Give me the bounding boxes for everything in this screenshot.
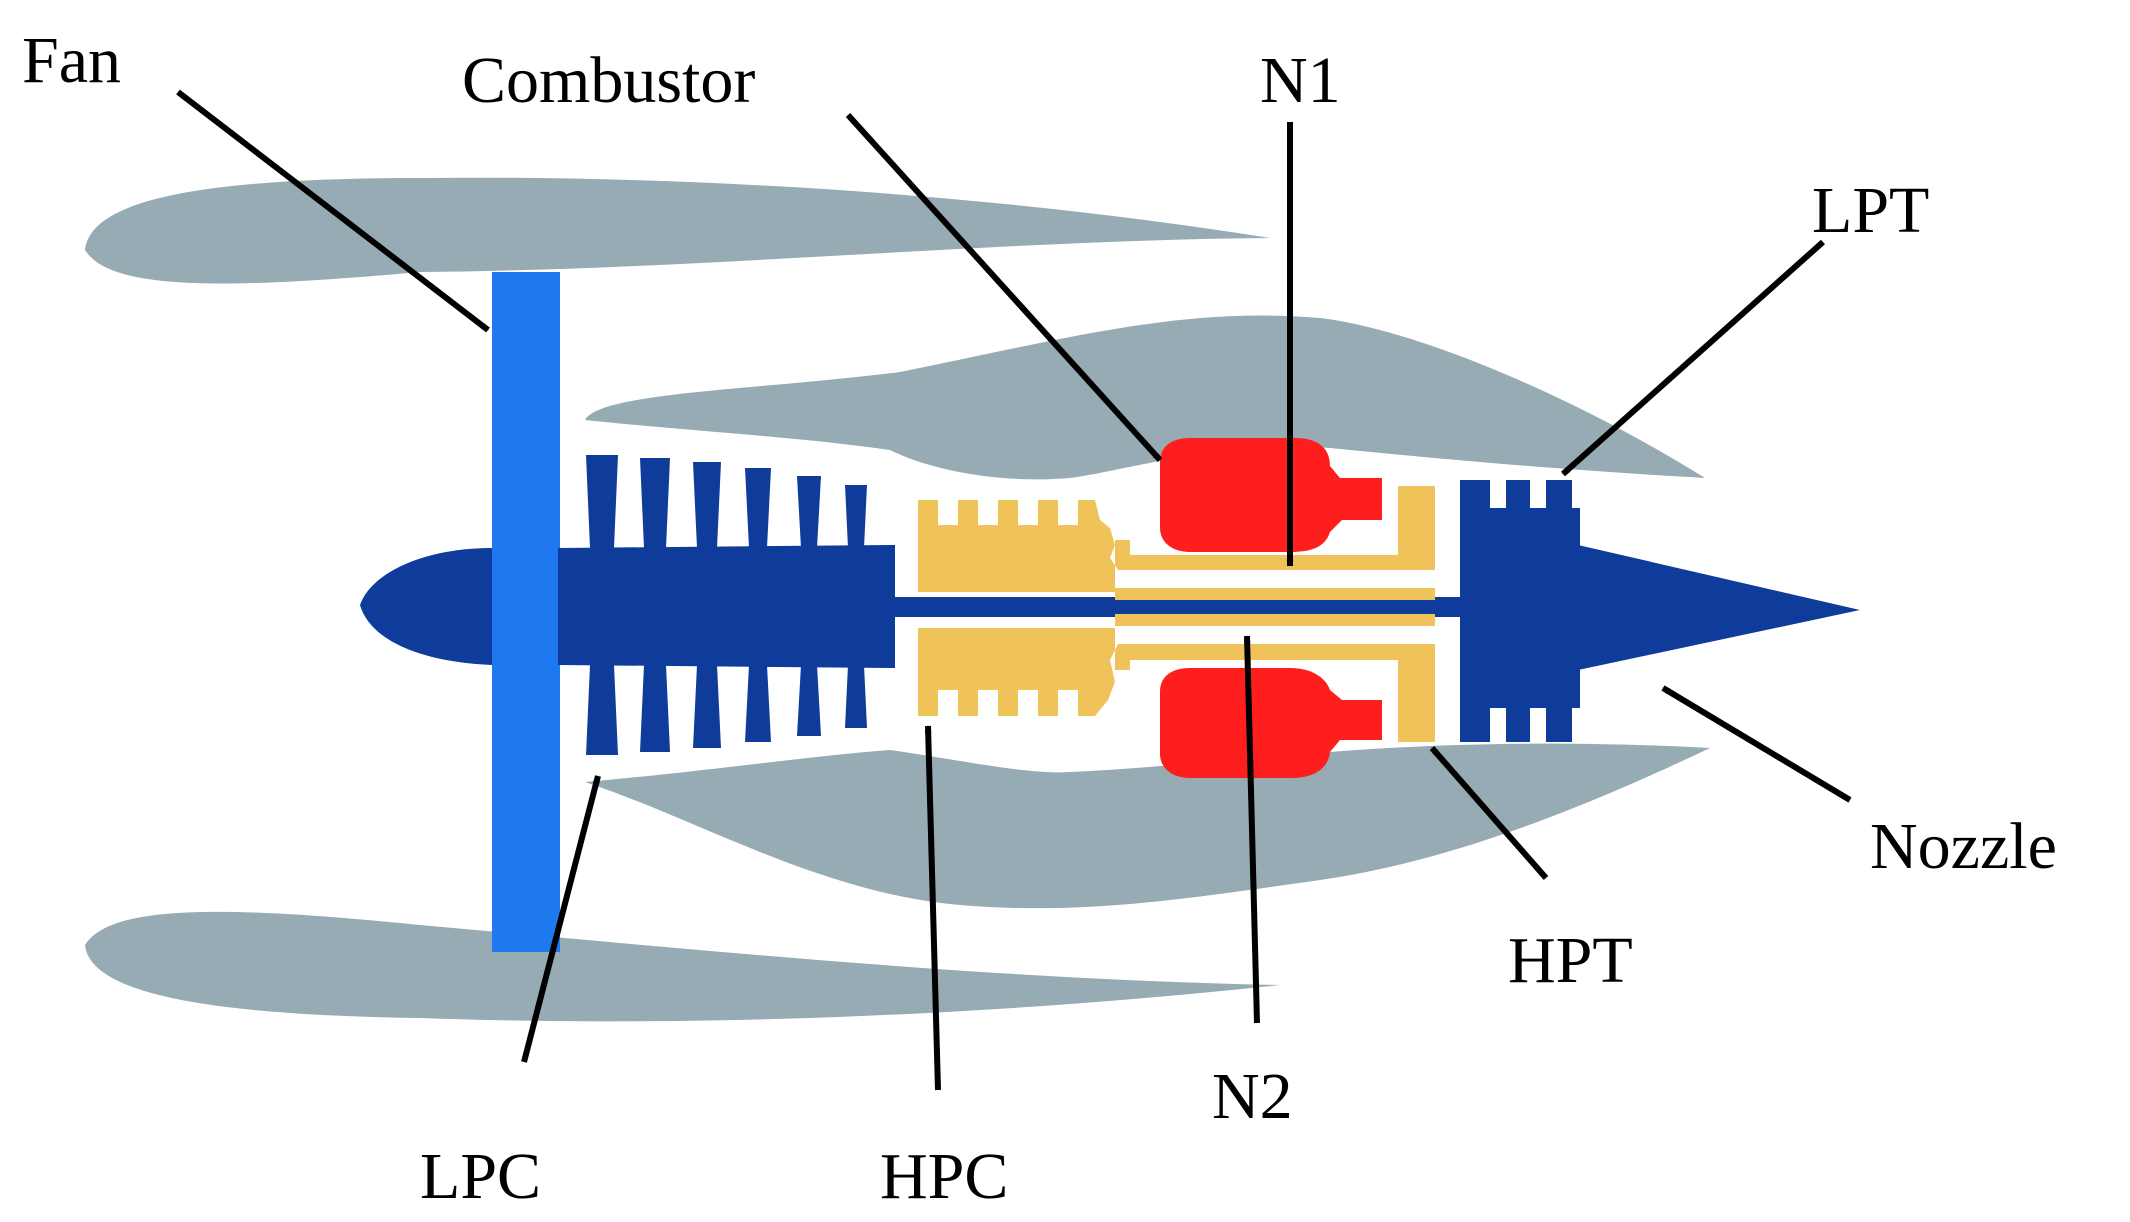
lpc-blade-bottom: [797, 665, 821, 736]
nose-cone: [360, 548, 492, 665]
fan-arrow: [176, 89, 490, 333]
n2-label: N2: [1212, 1060, 1293, 1133]
core-cowl-bottom: [585, 743, 1710, 909]
n2-arrow: [1243, 635, 1260, 1024]
fan-label: Fan: [22, 24, 121, 97]
n1-label: N1: [1260, 44, 1341, 117]
combustor-label: Combustor: [462, 44, 755, 117]
nacelle-top: [85, 177, 1270, 284]
core-cowl-top: [585, 315, 1705, 480]
hpc-rotor-bottom: [918, 628, 1435, 742]
tail-cone: [1578, 545, 1860, 670]
hpc-rotor-top: [918, 486, 1435, 592]
lpc-arrow: [521, 775, 601, 1063]
low-pressure-spool: [360, 455, 1860, 755]
lpc-blade-top: [693, 462, 721, 548]
nozzle-arrow: [1661, 685, 1852, 803]
high-pressure-shaft: [1115, 614, 1435, 626]
lpc-blade-top: [640, 458, 670, 548]
lpc-blade-top: [845, 485, 867, 548]
nacelle-bottom: [85, 911, 1280, 1022]
hpc-arrow: [924, 725, 941, 1091]
lpc-blade-bottom: [640, 665, 670, 752]
hpt-label: HPT: [1508, 924, 1633, 997]
fan-blade: [492, 272, 560, 952]
nozzle-label: Nozzle: [1870, 810, 2057, 883]
lpc-blade-bottom: [845, 665, 867, 728]
lpc-hub: [558, 545, 895, 668]
lpc-rotor-blades: [586, 455, 867, 755]
leader-arrows: [176, 89, 1852, 1091]
lpt-rotor: [1460, 480, 1580, 742]
combustor-chamber-bottom: [1160, 668, 1382, 778]
lpc-blade-bottom: [745, 665, 771, 742]
combustor-chambers: [1160, 438, 1382, 778]
lpc-blade-top: [745, 468, 771, 548]
combustor-arrow: [845, 112, 1163, 463]
lpt-label: LPT: [1812, 174, 1929, 247]
hpt-arrow: [1429, 746, 1549, 880]
lpc-label: LPC: [420, 1140, 541, 1213]
lpt-arrow: [1561, 239, 1825, 477]
combustor-chamber-top: [1160, 438, 1382, 552]
lpc-blade-top: [797, 476, 821, 548]
lpc-blade-bottom: [693, 665, 721, 748]
high-pressure-shaft: [1115, 588, 1435, 600]
high-pressure-spool: [918, 486, 1435, 742]
low-pressure-shaft: [880, 597, 1480, 617]
lpc-blade-bottom: [586, 665, 618, 755]
hpc-label: HPC: [880, 1140, 1008, 1213]
lpc-blade-top: [586, 455, 618, 548]
